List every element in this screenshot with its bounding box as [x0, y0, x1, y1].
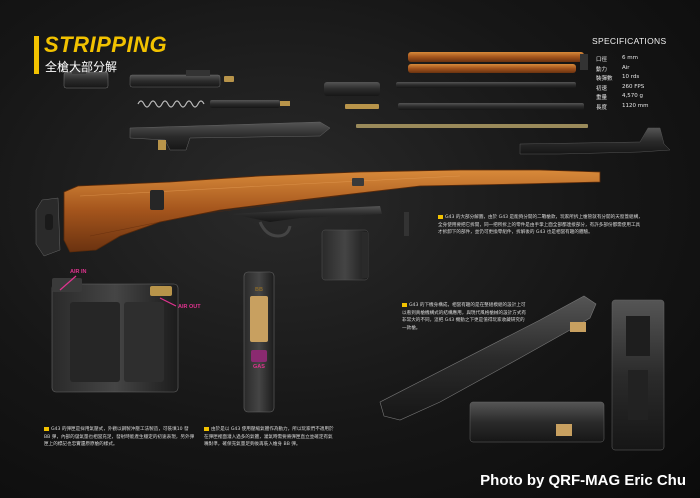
spec-value: 10 rds — [622, 74, 640, 81]
spec-label: 長度 — [596, 105, 608, 111]
spec-value: 1120 mm — [622, 103, 649, 109]
valve-text: 由於是以 G43 使用壓縮氣體作為動力，所以玩家們不適用於在彈匣裡面灌入過多的氣… — [204, 427, 334, 448]
recoil-spring-part — [137, 100, 205, 108]
handguard-part — [408, 52, 588, 73]
disassembly-text: G43 的大部分解圖，由於 G43 是能夠分開的二戰槍款，玩家所拆上槍管就有分開… — [438, 215, 643, 236]
spec-label: 初速 — [596, 85, 608, 92]
trigger-mechanism-closeup — [611, 299, 665, 451]
spec-label: 動力 — [596, 66, 608, 73]
spec-label: 裝彈數 — [596, 76, 613, 83]
bullet-icon — [44, 426, 49, 431]
spec-value: 6 mm — [622, 55, 638, 61]
photo-credit: Photo by QRF-MAG Eric Chu — [480, 472, 686, 489]
air-out-label: AIR OUT — [178, 304, 201, 310]
magazine-valve-closeup — [243, 271, 275, 413]
trigger-text: G43 的下機身構成，相當有趣的是在整組模組的設計上可以看到真槍機構式的結構應用… — [402, 303, 527, 331]
barrel-part — [345, 103, 588, 128]
page-title: STRIPPING — [44, 32, 168, 57]
lower-receiver-closeup — [379, 295, 605, 443]
bolt-part — [129, 70, 221, 88]
bullet-icon — [204, 426, 209, 431]
spare-magazine-part — [321, 229, 369, 281]
gas-block-part — [324, 82, 576, 96]
page-subtitle: 全槍大部分解 — [45, 60, 118, 74]
spec-value: 260 FPS — [622, 83, 645, 90]
small-pin-part — [224, 76, 234, 82]
gas-label: GAS — [253, 364, 265, 370]
bolt-cover-part — [63, 68, 109, 89]
magazine-text: G43 的彈匣是採用氣壓式，外觀以鋼製沖壓工法製造，可裝填10 發 BB 彈，內… — [44, 427, 195, 448]
disassembly-text-block: G43 的大部分解圖，由於 G43 是能夠分開的二戰槍款，玩家所拆上槍管就有分開… — [438, 214, 644, 237]
spec-label: 重量 — [596, 95, 608, 102]
rifle-stock — [63, 169, 601, 253]
magazine-closeup — [51, 275, 179, 393]
valve-text-block: 由於是以 G43 使用壓縮氣體作為動力，所以玩家們不適用於在彈匣裡面灌入過多的氣… — [204, 426, 336, 449]
trigger-text-block: G43 的下機身構成，相當有趣的是在整組模組的設計上可以看到真槍機構式的結構應用… — [402, 302, 528, 332]
spec-value: 4,570 g — [622, 93, 643, 100]
trigger-group-part — [232, 206, 409, 238]
spec-label: 口徑 — [596, 57, 608, 63]
front-sight-part — [519, 127, 671, 155]
title-accent-bar — [34, 36, 39, 74]
gas-piston-part — [210, 100, 290, 108]
bb-label: BB — [255, 287, 263, 293]
air-in-label: AIR IN — [70, 269, 87, 275]
spec-value: Air — [622, 64, 630, 71]
specs-title: SPECIFICATIONS — [592, 36, 667, 46]
buttplate-part — [35, 197, 61, 257]
magazine-text-block: G43 的彈匣是採用氣壓式，外觀以鋼製沖壓工法製造，可裝填10 發 BB 彈，內… — [44, 426, 196, 449]
bullet-icon — [438, 214, 443, 219]
bullet-icon — [402, 302, 407, 307]
upper-receiver-part — [129, 121, 331, 151]
